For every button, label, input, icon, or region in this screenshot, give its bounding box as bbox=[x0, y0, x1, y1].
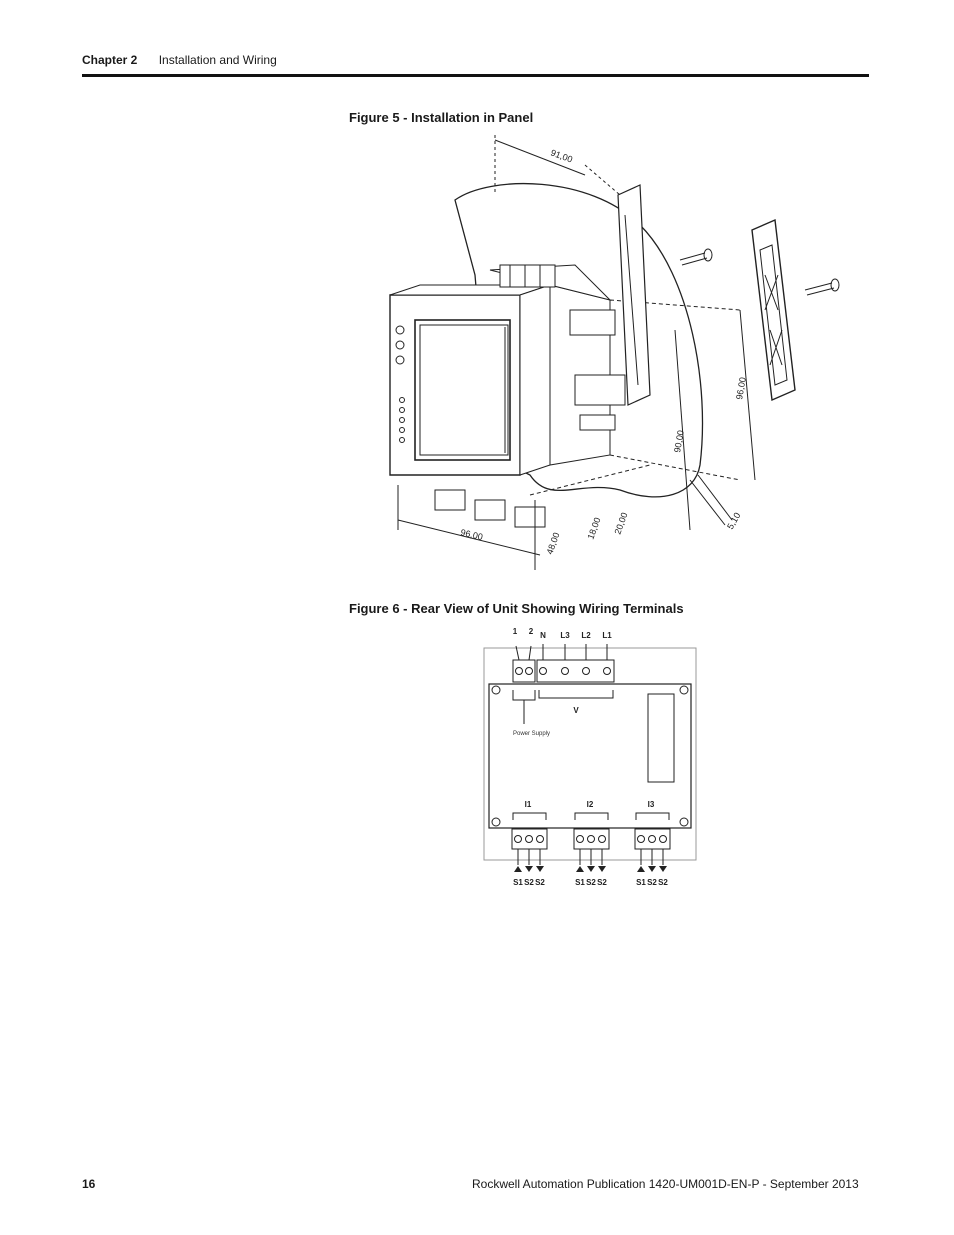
terminal-label-l1: L1 bbox=[602, 631, 612, 640]
pin-label: S2 bbox=[597, 878, 607, 887]
arrow-down-icon bbox=[525, 866, 533, 872]
dim-90: 90,00 bbox=[672, 429, 686, 453]
figure5-caption: Figure 5 - Installation in Panel bbox=[349, 110, 534, 125]
arrow-down-icon bbox=[648, 866, 656, 872]
arrow-down-icon bbox=[587, 866, 595, 872]
terminal-label-l3: L3 bbox=[560, 631, 570, 640]
terminal-label-l2: L2 bbox=[581, 631, 591, 640]
header-rule bbox=[82, 74, 869, 77]
pin-label: S1 bbox=[575, 878, 585, 887]
pin-label: S2 bbox=[586, 878, 596, 887]
page-header: Chapter 2 Installation and Wiring bbox=[82, 53, 277, 67]
pin-label: S2 bbox=[524, 878, 534, 887]
current-terminal-block bbox=[634, 828, 671, 850]
power-supply-label: Power Supply bbox=[513, 731, 550, 737]
current-terminal-block bbox=[511, 828, 548, 850]
dim-20: 20,00 bbox=[612, 511, 629, 536]
voltage-label: V bbox=[573, 706, 579, 715]
pin-label: S2 bbox=[647, 878, 657, 887]
terminal-label-n: N bbox=[540, 631, 546, 640]
figure6-caption: Figure 6 - Rear View of Unit Showing Wir… bbox=[349, 601, 684, 616]
arrow-down-icon bbox=[536, 866, 544, 872]
pin-label: S1 bbox=[513, 878, 523, 887]
arrow-down-icon bbox=[598, 866, 606, 872]
arrow-up-icon bbox=[514, 866, 522, 872]
current-terminal-block bbox=[573, 828, 610, 850]
chapter-label: Chapter 2 bbox=[82, 53, 138, 67]
dim-18: 18,00 bbox=[585, 516, 602, 541]
arrow-up-icon bbox=[576, 866, 584, 872]
current-group-label: I2 bbox=[587, 800, 594, 809]
dim-96-bottom: 96,00 bbox=[460, 527, 484, 542]
arrow-down-icon bbox=[659, 866, 667, 872]
panel-installation-drawing: 91,00 96,00 90,00 96,00 48,00 18,00 20,0… bbox=[389, 135, 840, 570]
page-number: 16 bbox=[82, 1177, 96, 1191]
publication-info: Rockwell Automation Publication 1420-UM0… bbox=[472, 1177, 859, 1191]
pin-label: S2 bbox=[535, 878, 545, 887]
pin-label: S1 bbox=[636, 878, 646, 887]
current-group-label: I1 bbox=[525, 800, 532, 809]
arrow-up-icon bbox=[637, 866, 645, 872]
terminal-label-2: 2 bbox=[529, 627, 534, 636]
dim-91: 91,00 bbox=[549, 147, 574, 164]
current-group-label: I3 bbox=[648, 800, 655, 809]
dim-48: 48,00 bbox=[544, 531, 561, 556]
section-label: Installation and Wiring bbox=[158, 53, 277, 67]
dim-96-right: 96,00 bbox=[734, 376, 748, 400]
terminal-label-1: 1 bbox=[513, 627, 518, 636]
pin-label: S2 bbox=[658, 878, 668, 887]
